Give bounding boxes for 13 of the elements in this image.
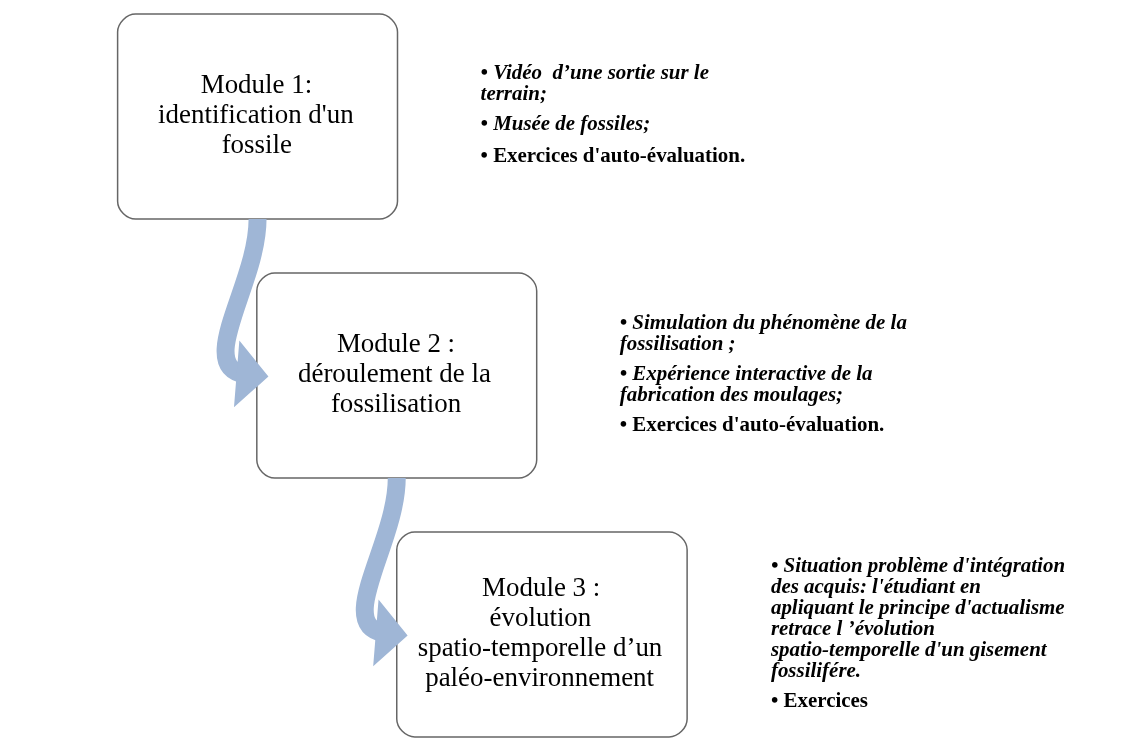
node-box: Module 3 : évolution spatio-temporelle d’un paléo-environnement: [395, 531, 688, 738]
node-box: Module 1: identification d'un fossile: [116, 13, 398, 220]
node-label: • Exercices d'auto-évaluation.: [480, 142, 745, 167]
node-label: • Vidéo d’une sortie sur le terrain;: [480, 60, 709, 106]
node-label: • Simulation du phénomène de la fossilisation ;: [619, 310, 907, 356]
node-label: • Exercices: [770, 687, 868, 712]
node-label: • Situation problème d'intégration des acquis: l'étudiant en apliquant le principe d'actualisme retrace l ’évolution spatio-temporelle d'un gisement fossilifére.: [770, 552, 1065, 682]
node-box: Module 2 : déroulement de la fossilisation: [255, 272, 537, 479]
node-label: • Musée de fossiles;: [480, 111, 650, 136]
node-label: • Expérience interactive de la fabrication des moulages;: [619, 361, 872, 407]
arrow: [355, 477, 408, 667]
node-label: • Exercices d'auto-évaluation.: [619, 412, 884, 437]
arrow: [216, 218, 268, 408]
